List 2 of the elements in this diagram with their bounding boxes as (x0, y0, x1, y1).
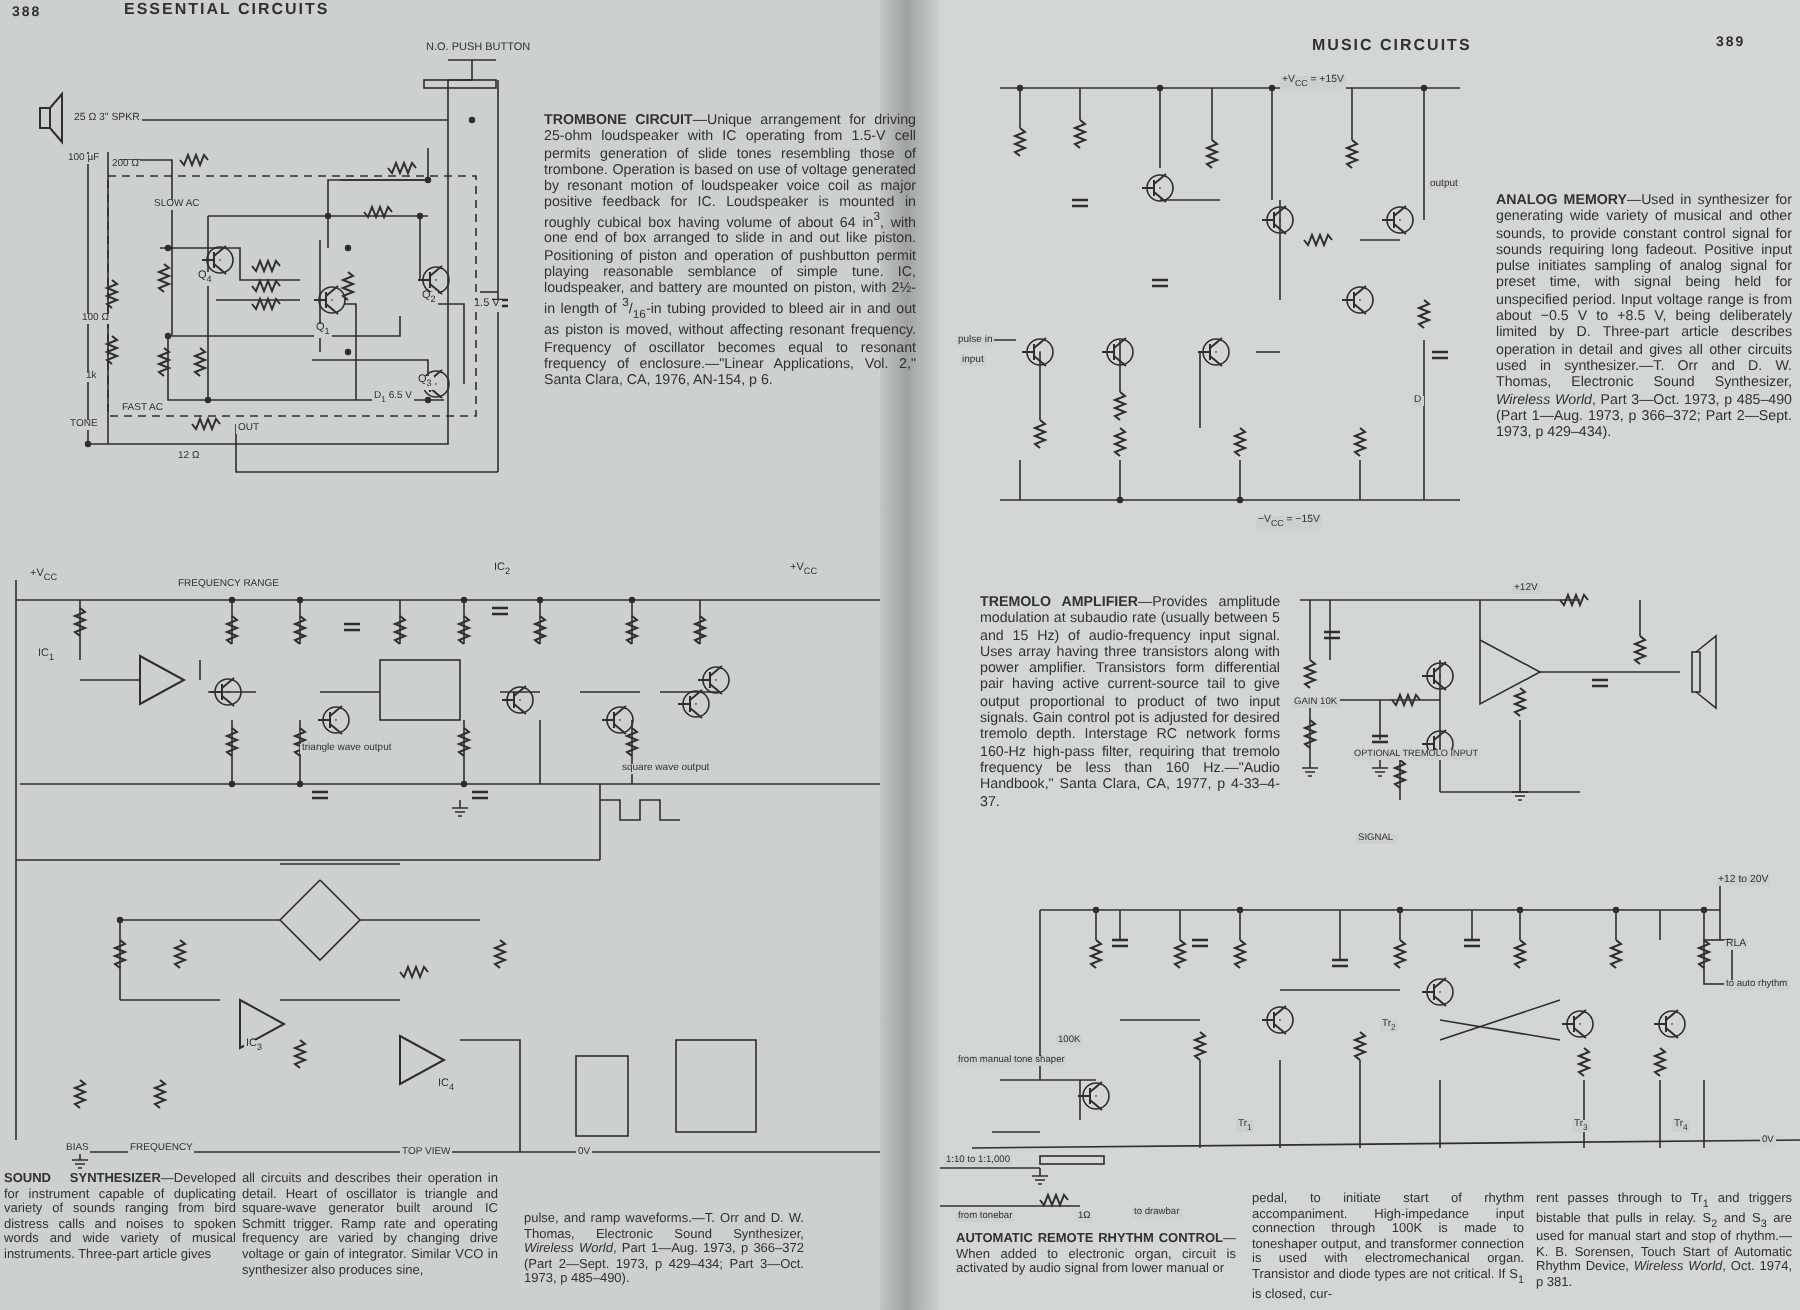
running-header: MUSIC CIRCUITS (1312, 36, 1472, 55)
running-header: ESSENTIAL CIRCUITS (124, 0, 330, 19)
